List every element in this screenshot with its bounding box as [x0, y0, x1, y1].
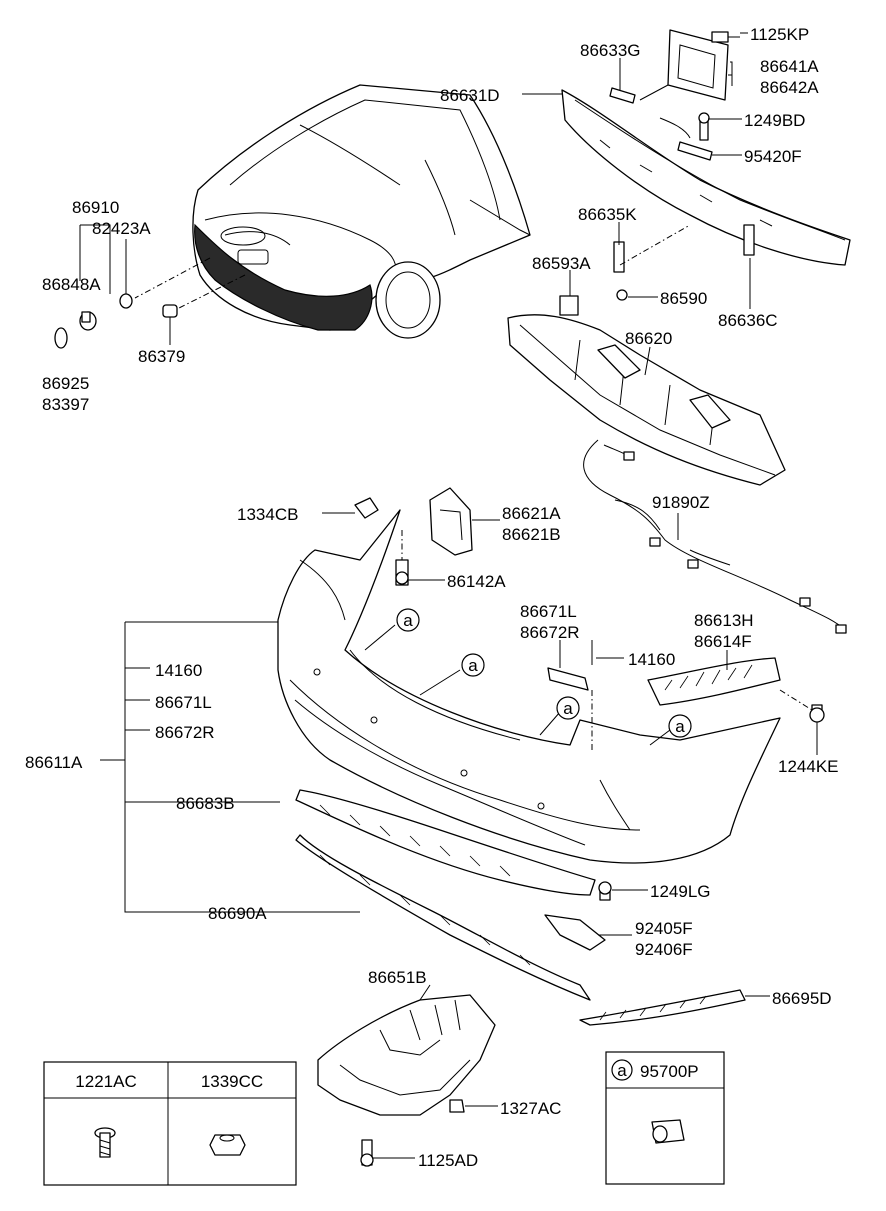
- label-86636c: 86636C: [718, 311, 778, 330]
- label-86642a: 86642A: [760, 78, 819, 97]
- lower-trims: [295, 789, 746, 1026]
- label-86848a: 86848A: [42, 275, 101, 294]
- sensor-parts-left: [54, 293, 178, 349]
- label-86672r-list: 86672R: [155, 723, 215, 742]
- beam-fasteners: [559, 31, 755, 316]
- table-col-1339cc: 1339CC: [201, 1072, 263, 1091]
- label-86672r-top: 86672R: [520, 623, 580, 642]
- label-83397: 83397: [42, 395, 89, 414]
- label-82423a: 82423A: [92, 219, 151, 238]
- label-86379: 86379: [138, 347, 185, 366]
- label-86621a: 86621A: [502, 504, 561, 523]
- legend-box: a 95700P: [605, 1051, 725, 1185]
- label-1125ad: 1125AD: [418, 1151, 478, 1170]
- energy-absorber: [507, 314, 786, 486]
- label-86621b: 86621B: [502, 525, 561, 544]
- label-1249bd: 1249BD: [744, 111, 805, 130]
- label-86651b: 86651B: [368, 968, 427, 987]
- callout-a-2: a: [468, 656, 478, 675]
- label-86671l-top: 86671L: [520, 602, 577, 621]
- label-86925: 86925: [42, 374, 89, 393]
- label-86633g: 86633G: [580, 41, 641, 60]
- legend-marker: a: [617, 1061, 627, 1080]
- label-86613h: 86613H: [694, 611, 754, 630]
- label-1334cb: 1334CB: [237, 505, 298, 524]
- label-86593a: 86593A: [532, 254, 591, 273]
- label-95420f: 95420F: [744, 147, 802, 166]
- under-cover: [317, 994, 496, 1167]
- label-86635k: 86635K: [578, 205, 637, 224]
- callout-a-3: a: [563, 699, 573, 718]
- bumper-beam: [561, 29, 851, 266]
- callout-a-4: a: [675, 717, 685, 736]
- label-1327ac: 1327AC: [500, 1099, 561, 1118]
- label-92406f: 92406F: [635, 940, 693, 959]
- bumper-cover: [277, 509, 781, 864]
- label-86910: 86910: [72, 198, 119, 217]
- label-91890z: 91890Z: [652, 493, 710, 512]
- label-86641a: 86641A: [760, 57, 819, 76]
- legend-part: 95700P: [640, 1062, 699, 1081]
- label-86671l-list: 86671L: [155, 693, 212, 712]
- label-92405f: 92405F: [635, 919, 693, 938]
- label-86590: 86590: [660, 289, 707, 308]
- leader-lines: [79, 32, 818, 1159]
- table-col-1221ac: 1221AC: [75, 1072, 136, 1091]
- label-86142a: 86142A: [447, 572, 506, 591]
- nut-icon: [209, 1134, 246, 1156]
- callout-a-1: a: [403, 611, 413, 630]
- label-86620: 86620: [625, 329, 672, 348]
- label-86631d: 86631D: [440, 86, 500, 105]
- label-86690a: 86690A: [208, 904, 267, 923]
- fastener-table: 1221AC 1339CC: [43, 1061, 297, 1186]
- parking-sensor-icon: [651, 1119, 685, 1144]
- label-1249lg: 1249LG: [650, 882, 711, 901]
- label-86683b: 86683B: [176, 794, 235, 813]
- label-86695d: 86695D: [772, 989, 832, 1008]
- label-14160-top: 14160: [628, 650, 675, 669]
- bumper-brackets: [354, 487, 825, 723]
- label-86611a: 86611A: [25, 753, 83, 772]
- wiring-harness: [583, 439, 847, 634]
- label-14160-list: 14160: [155, 661, 202, 680]
- car-illustration: [192, 84, 531, 339]
- screw-icon: [94, 1127, 116, 1158]
- part-labels: 1125KP 86633G 86641A 86642A 86631D 1249B…: [25, 25, 839, 1170]
- label-1244ke: 1244KE: [778, 757, 839, 776]
- label-1125kp: 1125KP: [750, 25, 809, 44]
- callout-markers: a a a a: [396, 608, 692, 738]
- label-86614f: 86614F: [694, 632, 752, 651]
